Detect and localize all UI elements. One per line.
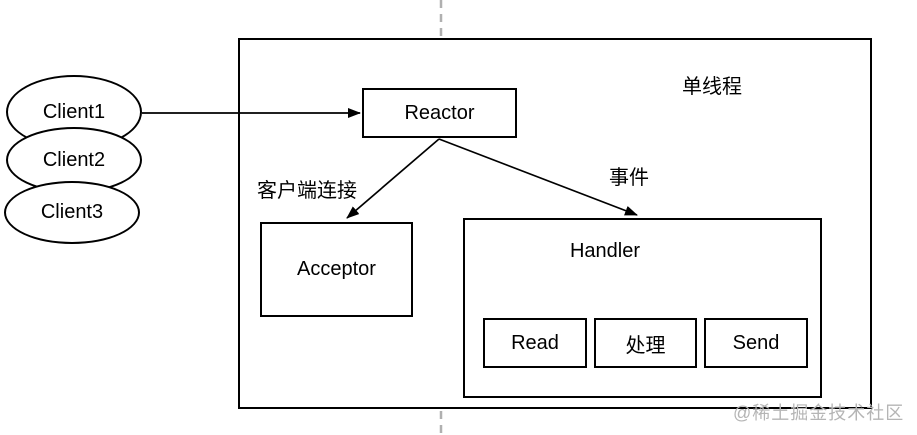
client3-label: Client3 [40,201,104,223]
acceptor-node: Acceptor [260,222,413,317]
client-connection-edge-label: 客户端连接 [257,180,357,202]
send-step-label: Send [732,331,780,354]
read-step-node: Read [483,318,587,368]
handler-label: Handler [569,240,641,262]
client1-label: Client1 [42,100,106,123]
send-step-node: Send [704,318,808,368]
read-step-label: Read [511,331,559,354]
watermark-text: @稀土掘金技术社区 [733,403,905,423]
process-step-node: 处理 [594,318,697,368]
single-thread-label: 单线程 [682,76,742,98]
reactor-label: Reactor [404,101,475,124]
reactor-node: Reactor [362,88,517,138]
single-thread-container [238,38,872,409]
process-step-label: 处理 [625,334,666,357]
acceptor-label: Acceptor [297,258,376,280]
client2-label: Client2 [42,148,106,171]
handler-node: Handler Read 处理 Send [463,218,822,398]
client3-node: Client3 [4,181,140,244]
event-edge-label: 事件 [609,167,649,189]
